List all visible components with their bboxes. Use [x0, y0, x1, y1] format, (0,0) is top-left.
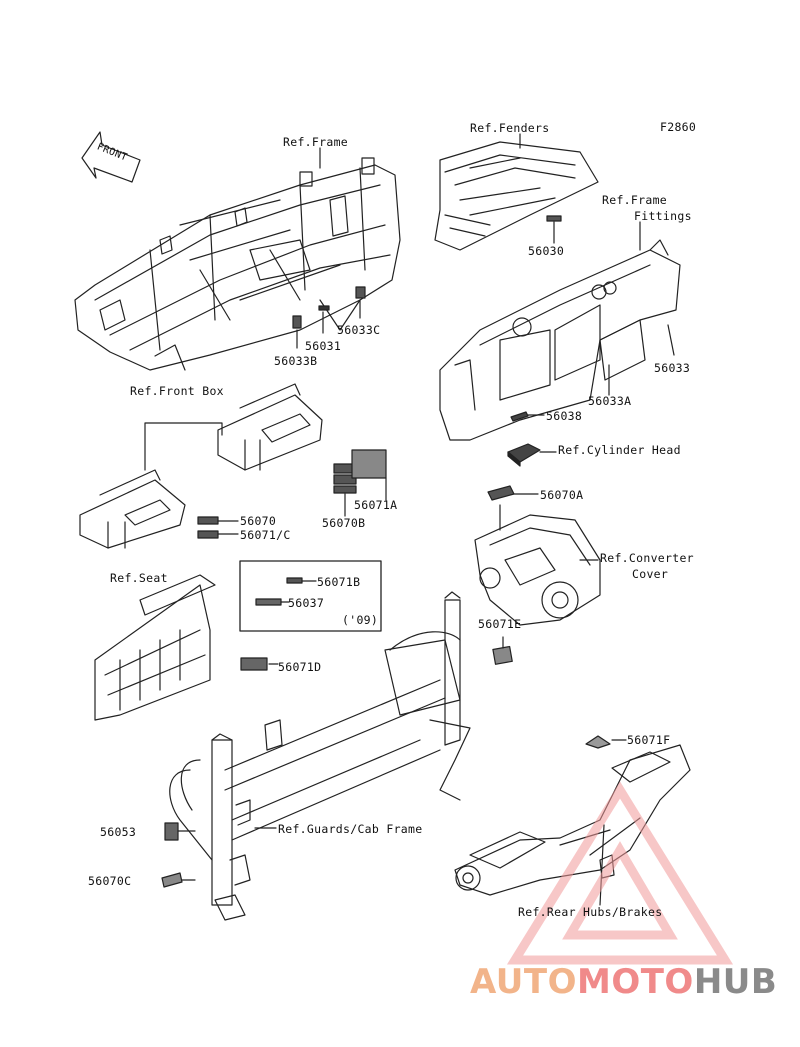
part-56070A[interactable]: 56070A: [540, 488, 584, 502]
part-56038[interactable]: 56038: [546, 409, 583, 423]
part-56031[interactable]: 56031: [305, 339, 342, 353]
watermark-text: AUTOMOTOHUB: [470, 962, 777, 1002]
ref-converter-cover-label-2[interactable]: Cover: [632, 567, 669, 581]
part-56071A[interactable]: 56071A: [354, 498, 398, 512]
ref-frame-fittings-label[interactable]: Ref.Frame: [602, 193, 668, 207]
converter-cover-drawing: [474, 514, 601, 626]
cab-frame-drawing: [169, 591, 471, 921]
watermark-part-3: HUB: [693, 962, 778, 1002]
ref-frame-label[interactable]: Ref.Frame: [283, 135, 349, 149]
inset-note: ('09): [342, 613, 379, 627]
cylinder-head-cover-drawing: [507, 443, 541, 467]
seat-drawing: [94, 574, 216, 721]
fenders-drawing: [434, 141, 599, 251]
rear-hubs-drawing: [454, 744, 691, 896]
part-56037[interactable]: 56037: [288, 596, 325, 610]
ref-guards-cab-frame-label[interactable]: Ref.Guards/Cab Frame: [278, 822, 423, 836]
ref-fenders-label[interactable]: Ref.Fenders: [470, 121, 550, 135]
part-56071B[interactable]: 56071B: [317, 575, 361, 589]
ref-front-box-label[interactable]: Ref.Front Box: [130, 384, 224, 398]
watermark-part-1: AUTO: [470, 962, 577, 1002]
watermark-part-2: MOTO: [576, 962, 694, 1002]
frame-fittings-drawing: [439, 239, 681, 441]
part-56071E[interactable]: 56071E: [478, 617, 522, 631]
part-56070B[interactable]: 56070B: [322, 516, 366, 530]
ref-frame-fittings-label-2[interactable]: Fittings: [634, 209, 692, 223]
part-56033C[interactable]: 56033C: [337, 323, 381, 337]
part-56033B[interactable]: 56033B: [274, 354, 318, 368]
part-56033A[interactable]: 56033A: [588, 394, 632, 408]
front-box-drawing: [79, 383, 323, 549]
part-56071C[interactable]: 56071/C: [240, 528, 291, 542]
front-arrow-icon: [81, 131, 141, 183]
part-56053[interactable]: 56053: [100, 825, 137, 839]
part-56071F[interactable]: 56071F: [627, 733, 671, 747]
part-56070[interactable]: 56070: [240, 514, 277, 528]
figure-code: F2860: [660, 120, 697, 134]
ref-cylinder-head-label[interactable]: Ref.Cylinder Head: [558, 443, 681, 457]
part-56071D[interactable]: 56071D: [278, 660, 322, 674]
ref-seat-label[interactable]: Ref.Seat: [110, 571, 168, 585]
ref-converter-cover-label[interactable]: Ref.Converter: [600, 551, 694, 565]
part-56033[interactable]: 56033: [654, 361, 691, 375]
frame-drawing: [74, 157, 401, 371]
part-56030[interactable]: 56030: [528, 244, 565, 258]
part-56070C[interactable]: 56070C: [88, 874, 132, 888]
ref-rear-hubs-brakes-label[interactable]: Ref.Rear Hubs/Brakes: [518, 905, 663, 919]
